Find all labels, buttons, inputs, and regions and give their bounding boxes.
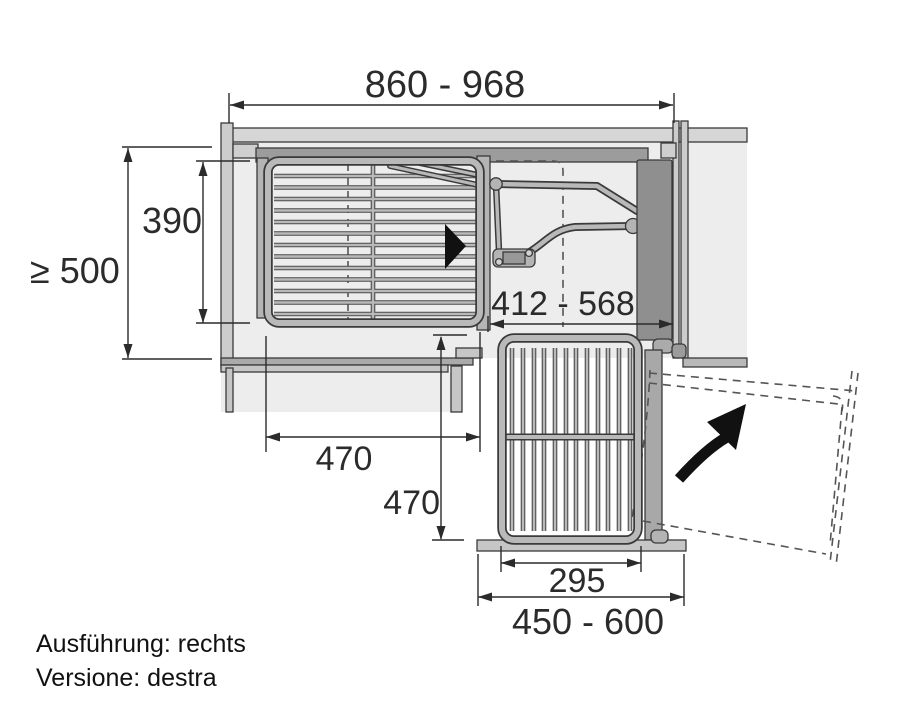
dimension-front-width: 450 - 600	[477, 554, 685, 642]
upper-arm-highlight	[493, 181, 640, 214]
front-door-panel	[636, 159, 687, 541]
rail-end-cap-left	[232, 143, 259, 159]
basket-frame	[265, 158, 483, 326]
pullout-depth-label: 470	[383, 484, 440, 522]
pullout-direction-arrow-icon	[445, 224, 466, 269]
adjacent-cabinet-front-edge	[682, 357, 748, 368]
lower-basket-frame	[499, 335, 641, 543]
upper-basket-width-label: 470	[316, 440, 373, 478]
front-width-label: 450 - 600	[512, 601, 664, 642]
dimension-pullout-depth: 470	[383, 334, 467, 541]
upper-door-panel	[636, 159, 673, 341]
upper-basket-depth-label: 390	[142, 200, 202, 241]
open-door-right-edge-outer	[829, 370, 853, 564]
adjacent-cabinet-interior	[688, 142, 747, 358]
open-door-inner-face	[648, 382, 839, 405]
basket-wires-highlight	[274, 164, 476, 320]
dimension-lower-basket-width: 295	[500, 546, 642, 600]
min-depth-label: ≥ 500	[30, 250, 120, 291]
link-bar-highlight	[494, 182, 501, 253]
dimension-cabinet-width: 860 - 968	[228, 64, 675, 123]
bracket-screw-2	[524, 248, 534, 258]
left-front-leg	[225, 367, 234, 413]
lower-basket-width-label: 295	[549, 562, 606, 600]
phantom-basket-position	[272, 160, 564, 327]
upper-pullout-basket	[256, 155, 491, 331]
caption: Ausführung: rechts Versione: destra	[36, 630, 246, 692]
front-edge-band	[220, 357, 474, 366]
lower-door-panel	[644, 349, 663, 541]
bracket-screw-1	[494, 257, 504, 267]
pivot-joint	[489, 177, 503, 191]
caption-line-italian: Versione: destra	[36, 664, 217, 692]
swing-arrow-arc	[674, 432, 730, 483]
mount-bracket-inner	[502, 251, 526, 265]
front-step-block	[455, 347, 483, 359]
dimension-upper-basket-depth: 390	[142, 160, 250, 324]
rail-end-cap-right	[660, 142, 677, 159]
dimension-upper-basket-width: 470	[265, 332, 481, 478]
cabinet-width-label: 860 - 968	[365, 64, 526, 106]
back-wall	[231, 127, 748, 143]
left-side-wall	[220, 122, 234, 369]
front-post	[450, 365, 463, 413]
open-door-bottom-edge	[642, 520, 827, 555]
toe-area	[221, 372, 462, 412]
open-door-right-edge-inner	[829, 406, 843, 546]
dimension-door-front-clearance: 412 - 568	[487, 285, 673, 332]
front-edge-band-2	[220, 364, 449, 373]
door-bracket	[671, 343, 687, 359]
open-door-phantom	[642, 370, 859, 567]
door-front-clearance-label: 412 - 568	[491, 285, 635, 323]
door-swing-arrow-icon	[674, 404, 746, 483]
dimension-min-depth: ≥ 500	[30, 146, 212, 360]
lower-pullout-unit	[476, 333, 687, 552]
open-door-right-edge	[835, 372, 859, 567]
open-door-top-edge	[648, 372, 857, 392]
lower-door-foot	[650, 529, 669, 544]
caption-line-german: Ausführung: rechts	[36, 630, 246, 658]
swing-arrow-head	[707, 404, 746, 450]
divider-wall-right	[680, 120, 689, 359]
arm-linkage	[489, 177, 642, 268]
phantom-basket-outline	[272, 160, 564, 327]
